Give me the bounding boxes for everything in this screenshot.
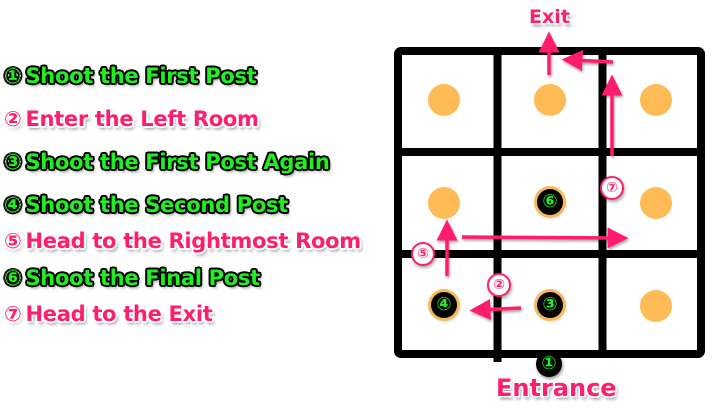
step-text: Shoot the Final Post <box>25 266 260 290</box>
step-text: Head to the Rightmost Room <box>25 229 361 253</box>
step-text: Shoot the First Post <box>25 64 257 88</box>
step-number: ③ <box>4 150 22 174</box>
exit-label: Exit <box>529 6 570 28</box>
post-icon <box>640 290 672 322</box>
marker-2: ② <box>487 273 511 297</box>
step-number: ⑥ <box>4 266 22 290</box>
step-number: ⑦ <box>4 302 22 326</box>
entrance-label: Entrance <box>496 374 617 402</box>
post-icon <box>534 84 566 116</box>
marker-3: ③ <box>537 292 563 318</box>
arrow-icon <box>469 299 522 320</box>
marker-4: ④ <box>431 292 457 318</box>
marker-6: ⑥ <box>537 189 563 215</box>
step-text: Shoot the Second Post <box>25 193 288 217</box>
step-number: ④ <box>4 193 22 217</box>
step-text: Head to the Exit <box>25 302 213 326</box>
post-icon <box>428 84 460 116</box>
arrow-icon <box>561 50 614 71</box>
step-text: Enter the Left Room <box>25 107 259 131</box>
post-icon <box>428 187 460 219</box>
step-number: ⑤ <box>4 229 22 253</box>
step-number: ① <box>4 64 22 88</box>
marker-1: ① <box>536 351 562 377</box>
post-icon <box>640 84 672 116</box>
marker-7: ⑦ <box>600 176 624 200</box>
path-arrows <box>436 31 629 320</box>
arrow-icon <box>461 227 629 249</box>
post-icon <box>640 187 672 219</box>
step-number: ② <box>4 107 22 131</box>
posts <box>428 84 672 322</box>
marker-5: ⑤ <box>411 242 435 266</box>
step-text: Shoot the First Post Again <box>25 150 330 174</box>
